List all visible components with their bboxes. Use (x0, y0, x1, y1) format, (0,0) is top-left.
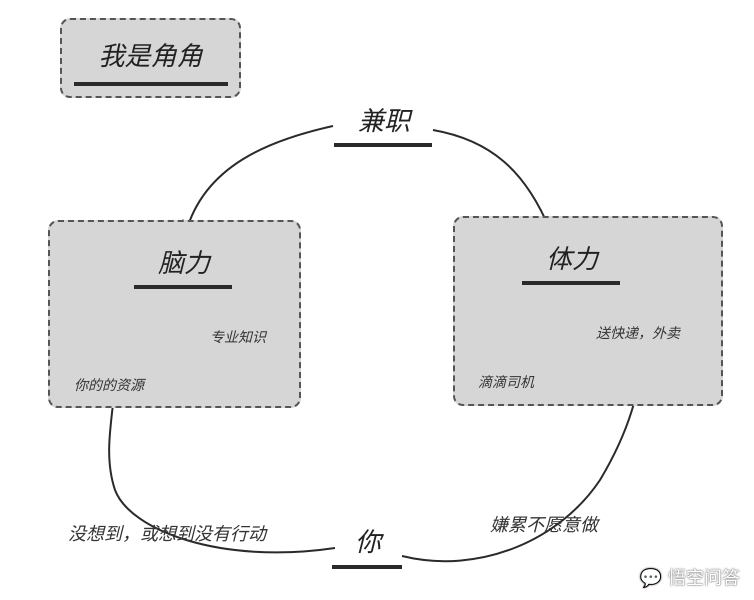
leaf-your-resources[interactable]: 你的的资源 (74, 378, 144, 394)
physical-box (453, 216, 723, 406)
node-brainpower-underline (134, 285, 232, 289)
edge-label-too-tired: 嫌累不愿意做 (490, 515, 598, 536)
leaf-delivery[interactable]: 送快递，外卖 (596, 326, 680, 342)
watermark: 💬 悟空问答 (640, 564, 740, 590)
node-brainpower[interactable]: 脑力 (157, 249, 210, 279)
node-you[interactable]: 你 (354, 528, 381, 558)
leaf-professional-knowledge[interactable]: 专业知识 (210, 330, 266, 346)
node-parttime[interactable]: 兼职 (357, 107, 410, 137)
node-physical-underline (522, 281, 620, 285)
brainpower-box (48, 220, 301, 408)
leaf-didi-driver[interactable]: 滴滴司机 (478, 375, 534, 391)
title-underline (74, 82, 228, 86)
watermark-text: 悟空问答 (668, 568, 740, 589)
node-you-underline (332, 565, 402, 569)
edge-top-to-right (432, 129, 553, 233)
edge-bottom-to-left (105, 393, 336, 554)
node-physical[interactable]: 体力 (545, 245, 598, 275)
edge-label-no-action: 没想到，或想到没有行动 (68, 524, 266, 545)
speech-bubble-icon: 💬 (639, 568, 663, 589)
title-text: 我是角角 (98, 42, 203, 72)
edge-top-to-left (182, 125, 334, 235)
node-parttime-underline (334, 143, 432, 147)
